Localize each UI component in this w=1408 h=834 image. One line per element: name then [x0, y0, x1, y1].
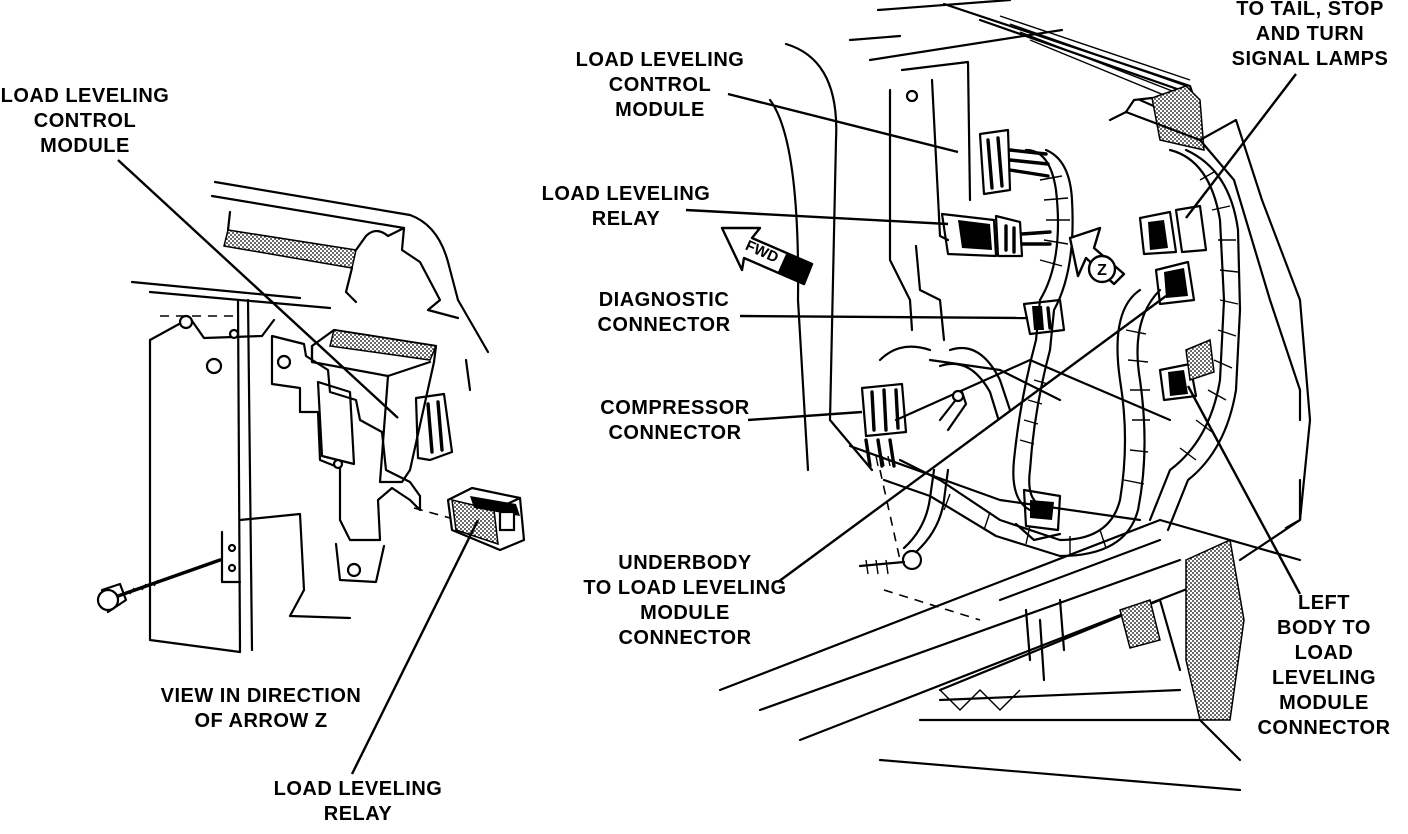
leader-tail-lamps: [1185, 73, 1297, 219]
label-left-relay: LOAD LEVELING RELAY: [273, 778, 443, 825]
leader-compressor: [747, 410, 863, 422]
z-arrow: Z: [1068, 226, 1126, 286]
label-right-relay: LOAD LEVELING RELAY: [541, 183, 711, 230]
leader-right-module: [727, 92, 959, 154]
label-left-module: LOAD LEVELING CONTROL MODULE: [0, 85, 170, 157]
right-main-view: [718, 0, 1312, 792]
label-tail-lamps: TO TAIL, STOP AND TURN SIGNAL LAMPS: [1231, 0, 1389, 70]
leader-diagnostic: [739, 314, 1029, 320]
leader-left-body: [1186, 385, 1302, 595]
label-compressor: COMPRESSOR CONNECTOR: [600, 397, 750, 444]
label-right-module: LOAD LEVELING CONTROL MODULE: [575, 49, 745, 121]
left-detail-view: [96, 180, 526, 654]
label-left-view: VIEW IN DIRECTION OF ARROW Z: [160, 685, 362, 732]
leader-right-relay: [685, 208, 949, 226]
fwd-arrow: FWD: [720, 226, 814, 286]
label-left-body: LEFT BODY TO LOAD LEVELING MODULE CONNEC…: [1257, 592, 1391, 739]
label-underbody: UNDERBODY TO LOAD LEVELING MODULE CONNEC…: [583, 552, 787, 649]
z-arrow-label: Z: [1097, 262, 1107, 279]
leader-underbody: [777, 295, 1167, 583]
leader-left-module: [117, 159, 399, 419]
label-diagnostic: DIAGNOSTIC CONNECTOR: [597, 289, 731, 336]
leader-left-relay: [350, 519, 480, 775]
